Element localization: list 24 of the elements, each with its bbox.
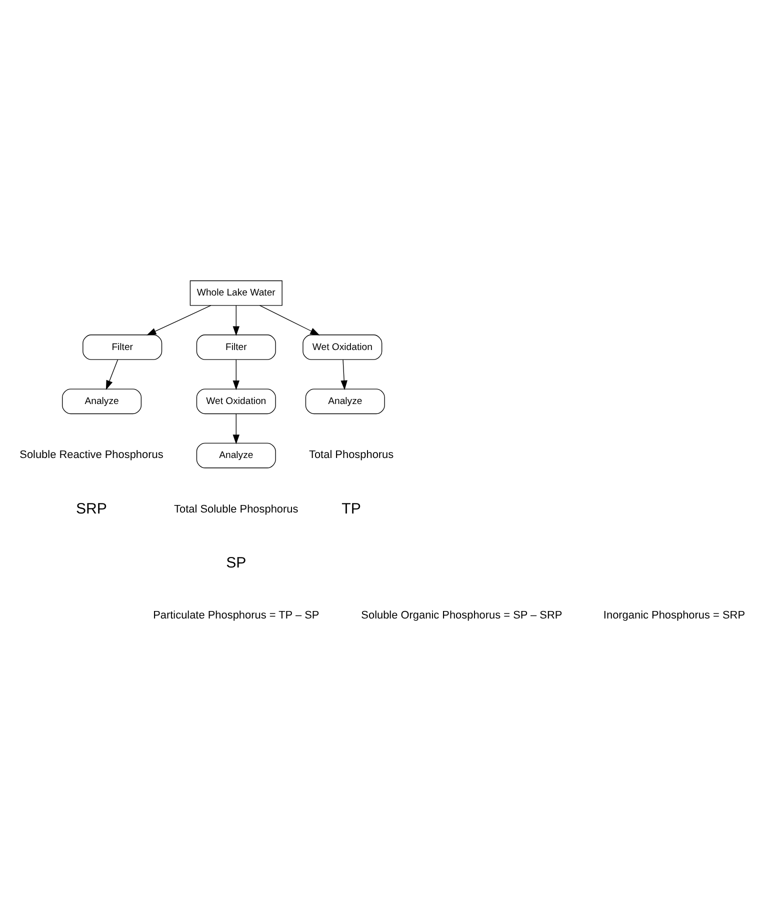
arrow <box>106 359 118 390</box>
node-label: Total Phosphorus <box>309 449 394 462</box>
arrow <box>259 305 320 336</box>
node-box: Wet Oxidation <box>196 388 276 414</box>
label: Inorganic Phosphorus = SRP <box>603 610 745 622</box>
arrow <box>232 305 240 336</box>
node-box: Analyze <box>305 388 385 414</box>
node-box: Analyze <box>196 442 276 468</box>
node-label: Soluble Reactive Phosphorus <box>20 449 164 462</box>
node-label: TP <box>342 500 361 518</box>
node-box: Filter <box>82 334 162 360</box>
label: Soluble Organic Phosphorus = SP – SRP <box>361 610 562 622</box>
arrow <box>146 305 212 336</box>
arrow <box>232 413 240 444</box>
label: Particulate Phosphorus = TP – SP <box>153 610 320 622</box>
node-label: SRP <box>76 500 108 518</box>
node-box: Filter <box>196 334 276 360</box>
node-box: Wet Oxidation <box>302 334 382 360</box>
node-label: Total Soluble Phosphorus <box>174 503 298 516</box>
arrow <box>232 359 240 390</box>
node-box: Whole Lake Water <box>190 280 282 306</box>
node-box: Analyze <box>62 388 142 414</box>
node-label: SP <box>226 554 246 572</box>
arrow <box>340 359 348 390</box>
